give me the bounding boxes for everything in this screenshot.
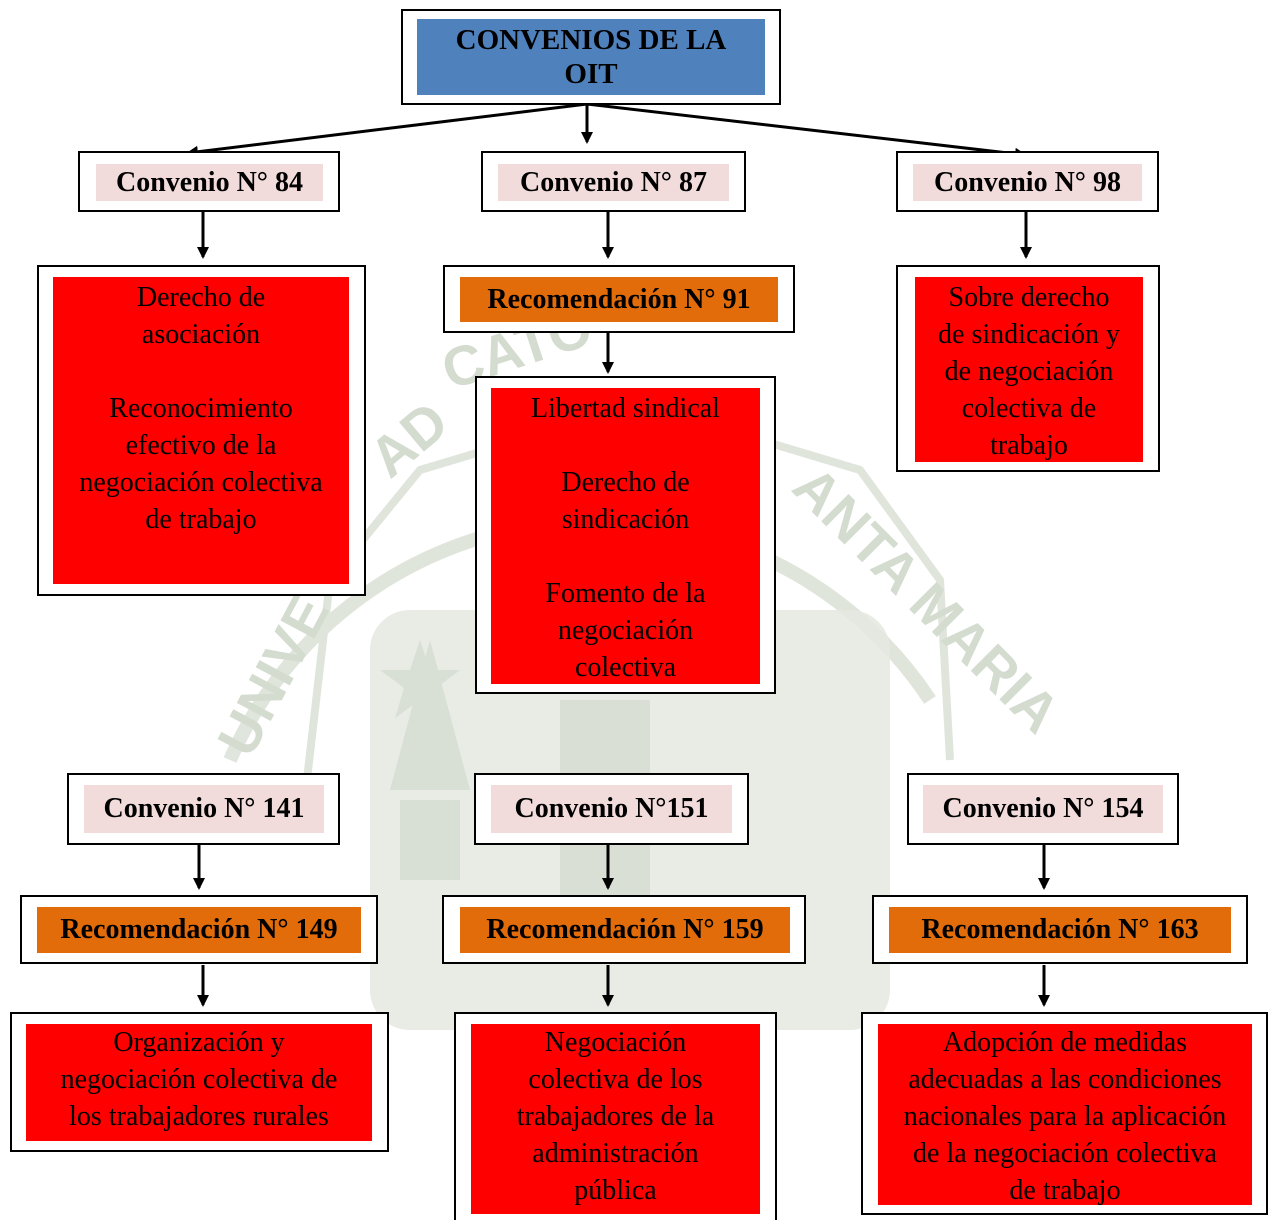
- recomendacion-163-label: Recomendación N° 163: [889, 907, 1231, 953]
- content-98-text: Sobre derecho de sindicación y de negoci…: [915, 277, 1143, 462]
- convenio-98-label: Convenio N° 98: [913, 164, 1142, 201]
- recomendacion-149-label: Recomendación N° 149: [37, 907, 361, 953]
- recomendacion-159-label: Recomendación N° 159: [460, 907, 790, 953]
- convenio-151-label: Convenio N°151: [491, 785, 732, 833]
- recomendacion-91-label: Recomendación N° 91: [460, 277, 778, 322]
- content-154-text: Adopción de medidas adecuadas a las cond…: [878, 1024, 1252, 1206]
- convenio-154-label: Convenio N° 154: [923, 785, 1163, 833]
- arrow-root-to-84: [186, 102, 588, 158]
- convenio-141-label: Convenio N° 141: [84, 785, 324, 833]
- convenio-84-label: Convenio N° 84: [96, 164, 323, 201]
- arrow-root-to-98: [586, 102, 1027, 160]
- content-84-text: Derecho de asociación Reconocimiento efe…: [53, 277, 349, 584]
- content-151-text: Negociación colectiva de los trabajadore…: [471, 1024, 760, 1214]
- root-title: CONVENIOS DE LA OIT: [417, 19, 765, 95]
- content-87-text: Libertad sindical Derecho de sindicación…: [491, 388, 760, 684]
- convenio-87-label: Convenio N° 87: [498, 164, 729, 201]
- content-141-text: Organización y negociación colectiva de …: [26, 1024, 372, 1141]
